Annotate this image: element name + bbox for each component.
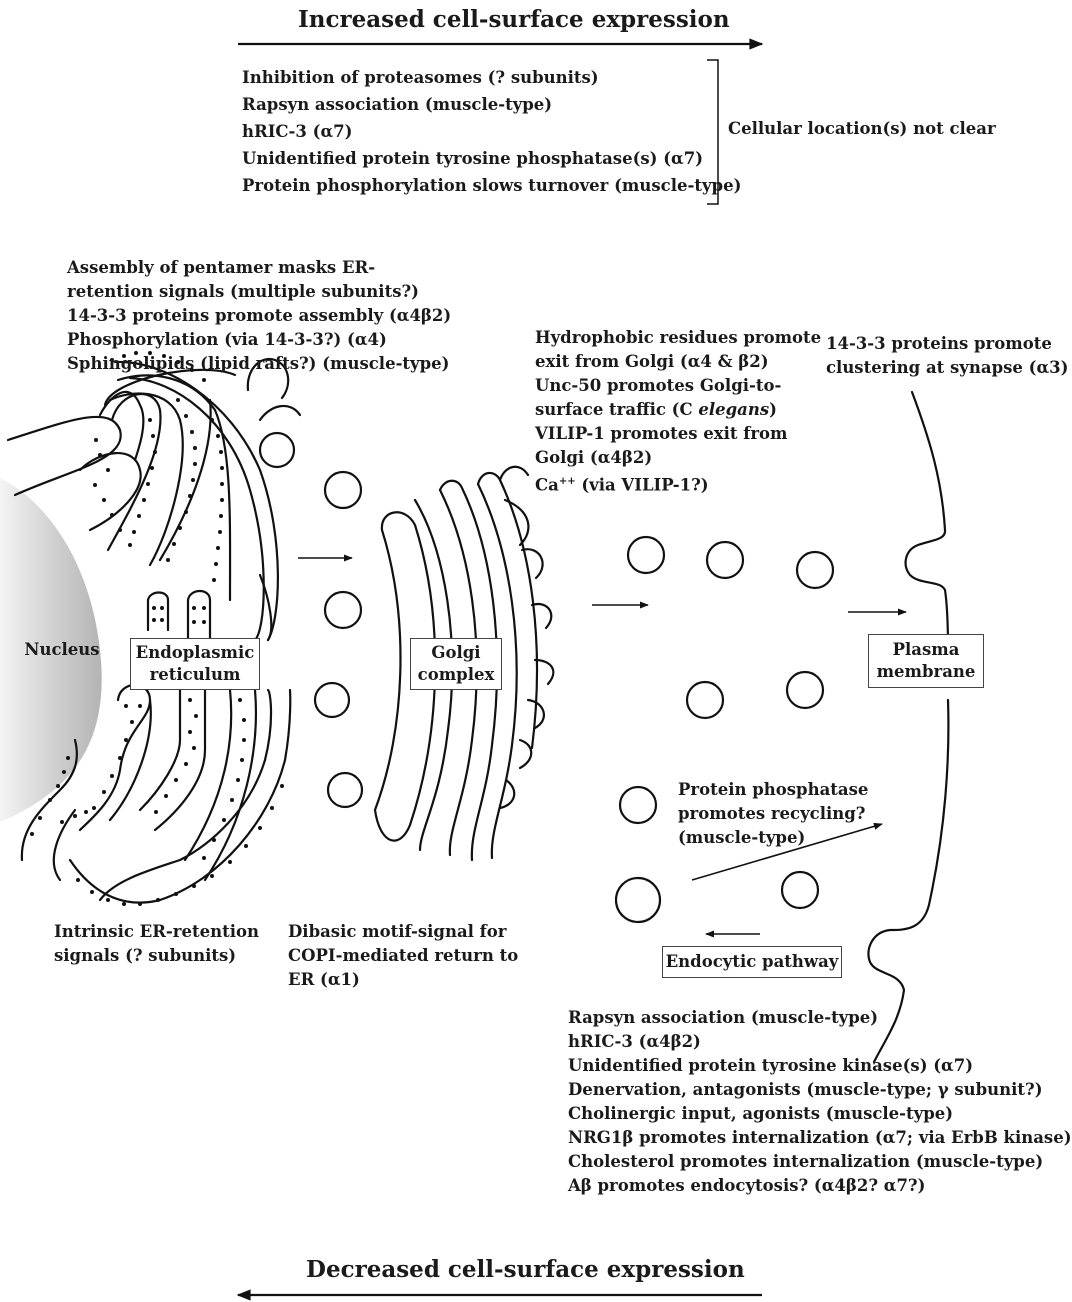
nucleus-label: Nucleus: [20, 636, 104, 664]
list-item: Intrinsic ER-retention: [54, 922, 259, 941]
list-item: Aβ promotes endocytosis? (α4β2? α7?): [568, 1176, 926, 1195]
golgi-label: Golgi complex: [410, 638, 502, 690]
ribosome-dots: [30, 351, 284, 906]
decreased-expression-heading: Decreased cell-surface expression: [306, 1256, 745, 1283]
list-item: Golgi (α4β2): [535, 448, 653, 467]
label-line: Endoplasmic: [135, 643, 255, 662]
label-line: reticulum: [149, 665, 241, 684]
pathway-diagram-art: [0, 38, 950, 1301]
small-arrows: [298, 554, 907, 938]
bracket: [707, 59, 719, 205]
text-run: ): [769, 400, 777, 419]
list-item: Dibasic motif-signal for: [288, 922, 507, 941]
increased-expression-heading: Increased cell-surface expression: [298, 6, 730, 33]
nucleus-shape: [0, 478, 102, 822]
list-item: Cholesterol promotes internalization (mu…: [568, 1152, 1044, 1171]
er-retention-notes: Intrinsic ER-retention signals (? subuni…: [54, 920, 259, 968]
phosphatase-notes: Protein phosphatase promotes recycling? …: [678, 778, 868, 850]
list-item: hRIC-3 (α4β2): [568, 1032, 701, 1051]
label-line: complex: [417, 665, 495, 684]
list-item: signals (? subunits): [54, 946, 237, 965]
list-item: Unidentified protein tyrosine phosphatas…: [242, 149, 704, 168]
list-item: retention signals (multiple subunits?): [67, 282, 419, 301]
list-item: clustering at synapse (α3): [826, 358, 1069, 377]
list-item: Ca++ (via VILIP-1?): [535, 470, 821, 498]
golgi-membranes: [373, 465, 555, 862]
plasma-membrane: [867, 390, 950, 1064]
text-run: surface traffic (C: [535, 400, 699, 419]
list-item: Phosphorylation (via 14-3-3?) (α4): [67, 330, 387, 349]
label-line: Golgi: [431, 643, 481, 662]
list-item: ER (α1): [288, 970, 360, 989]
plasma-membrane-label: Plasma membrane: [868, 634, 984, 688]
endocytic-pathway-label: Endocytic pathway: [662, 946, 842, 978]
list-item: promotes recycling?: [678, 804, 866, 823]
golgi-notes: Hydrophobic residues promote exit from G…: [535, 326, 821, 498]
list-item: Denervation, antagonists (muscle-type; γ…: [568, 1080, 1043, 1099]
list-item: exit from Golgi (α4 & β2): [535, 352, 769, 371]
text-run: Ca: [535, 475, 559, 495]
bottom-mechanism-list: Rapsyn association (muscle-type) hRIC-3 …: [568, 1006, 1072, 1198]
list-item: 14-3-3 proteins promote: [826, 334, 1052, 353]
label-line: membrane: [876, 662, 976, 681]
er-notes: Assembly of pentamer masks ER- retention…: [67, 256, 451, 376]
list-item: Hydrophobic residues promote: [535, 328, 822, 347]
superscript: ++: [558, 476, 576, 487]
list-item: COPI-mediated return to: [288, 946, 519, 965]
list-item: NRG1β promotes internalization (α7; via …: [568, 1128, 1072, 1147]
list-item: Cholinergic input, agonists (muscle-type…: [568, 1104, 954, 1123]
vesicles: [258, 431, 835, 924]
label-line: Nucleus: [24, 640, 100, 659]
species-italic: elegans: [698, 400, 770, 419]
text-run: (via VILIP-1?): [575, 475, 709, 495]
label-line: Plasma: [892, 640, 960, 659]
list-item: (muscle-type): [678, 828, 806, 847]
list-item: Unc-50 promotes Golgi-to-: [535, 376, 782, 395]
list-item: surface traffic (C elegans): [535, 398, 821, 422]
list-item: VILIP-1 promotes exit from: [535, 424, 788, 443]
list-item: Assembly of pentamer masks ER-: [67, 258, 376, 277]
list-item: hRIC-3 (α7): [242, 122, 353, 141]
list-item: 14-3-3 proteins promote assembly (α4β2): [67, 306, 452, 325]
top-mechanism-list: Inhibition of proteasomes (? subunits) R…: [242, 64, 741, 199]
label-line: Endocytic pathway: [665, 952, 839, 971]
list-item: Rapsyn association (muscle-type): [568, 1008, 879, 1027]
list-item: Sphingolipids (lipid rafts?) (muscle-typ…: [67, 354, 450, 373]
list-item: Rapsyn association (muscle-type): [242, 95, 553, 114]
list-item: Unidentified protein tyrosine kinase(s) …: [568, 1056, 974, 1075]
dibasic-notes: Dibasic motif-signal for COPI-mediated r…: [288, 920, 518, 992]
synapse-notes: 14-3-3 proteins promote clustering at sy…: [826, 332, 1068, 380]
list-item: Inhibition of proteasomes (? subunits): [242, 68, 599, 87]
list-item: Protein phosphorylation slows turnover (…: [242, 176, 742, 195]
bracket-label: Cellular location(s) not clear: [728, 119, 996, 138]
list-item: Protein phosphatase: [678, 780, 869, 799]
er-label: Endoplasmic reticulum: [130, 638, 260, 690]
